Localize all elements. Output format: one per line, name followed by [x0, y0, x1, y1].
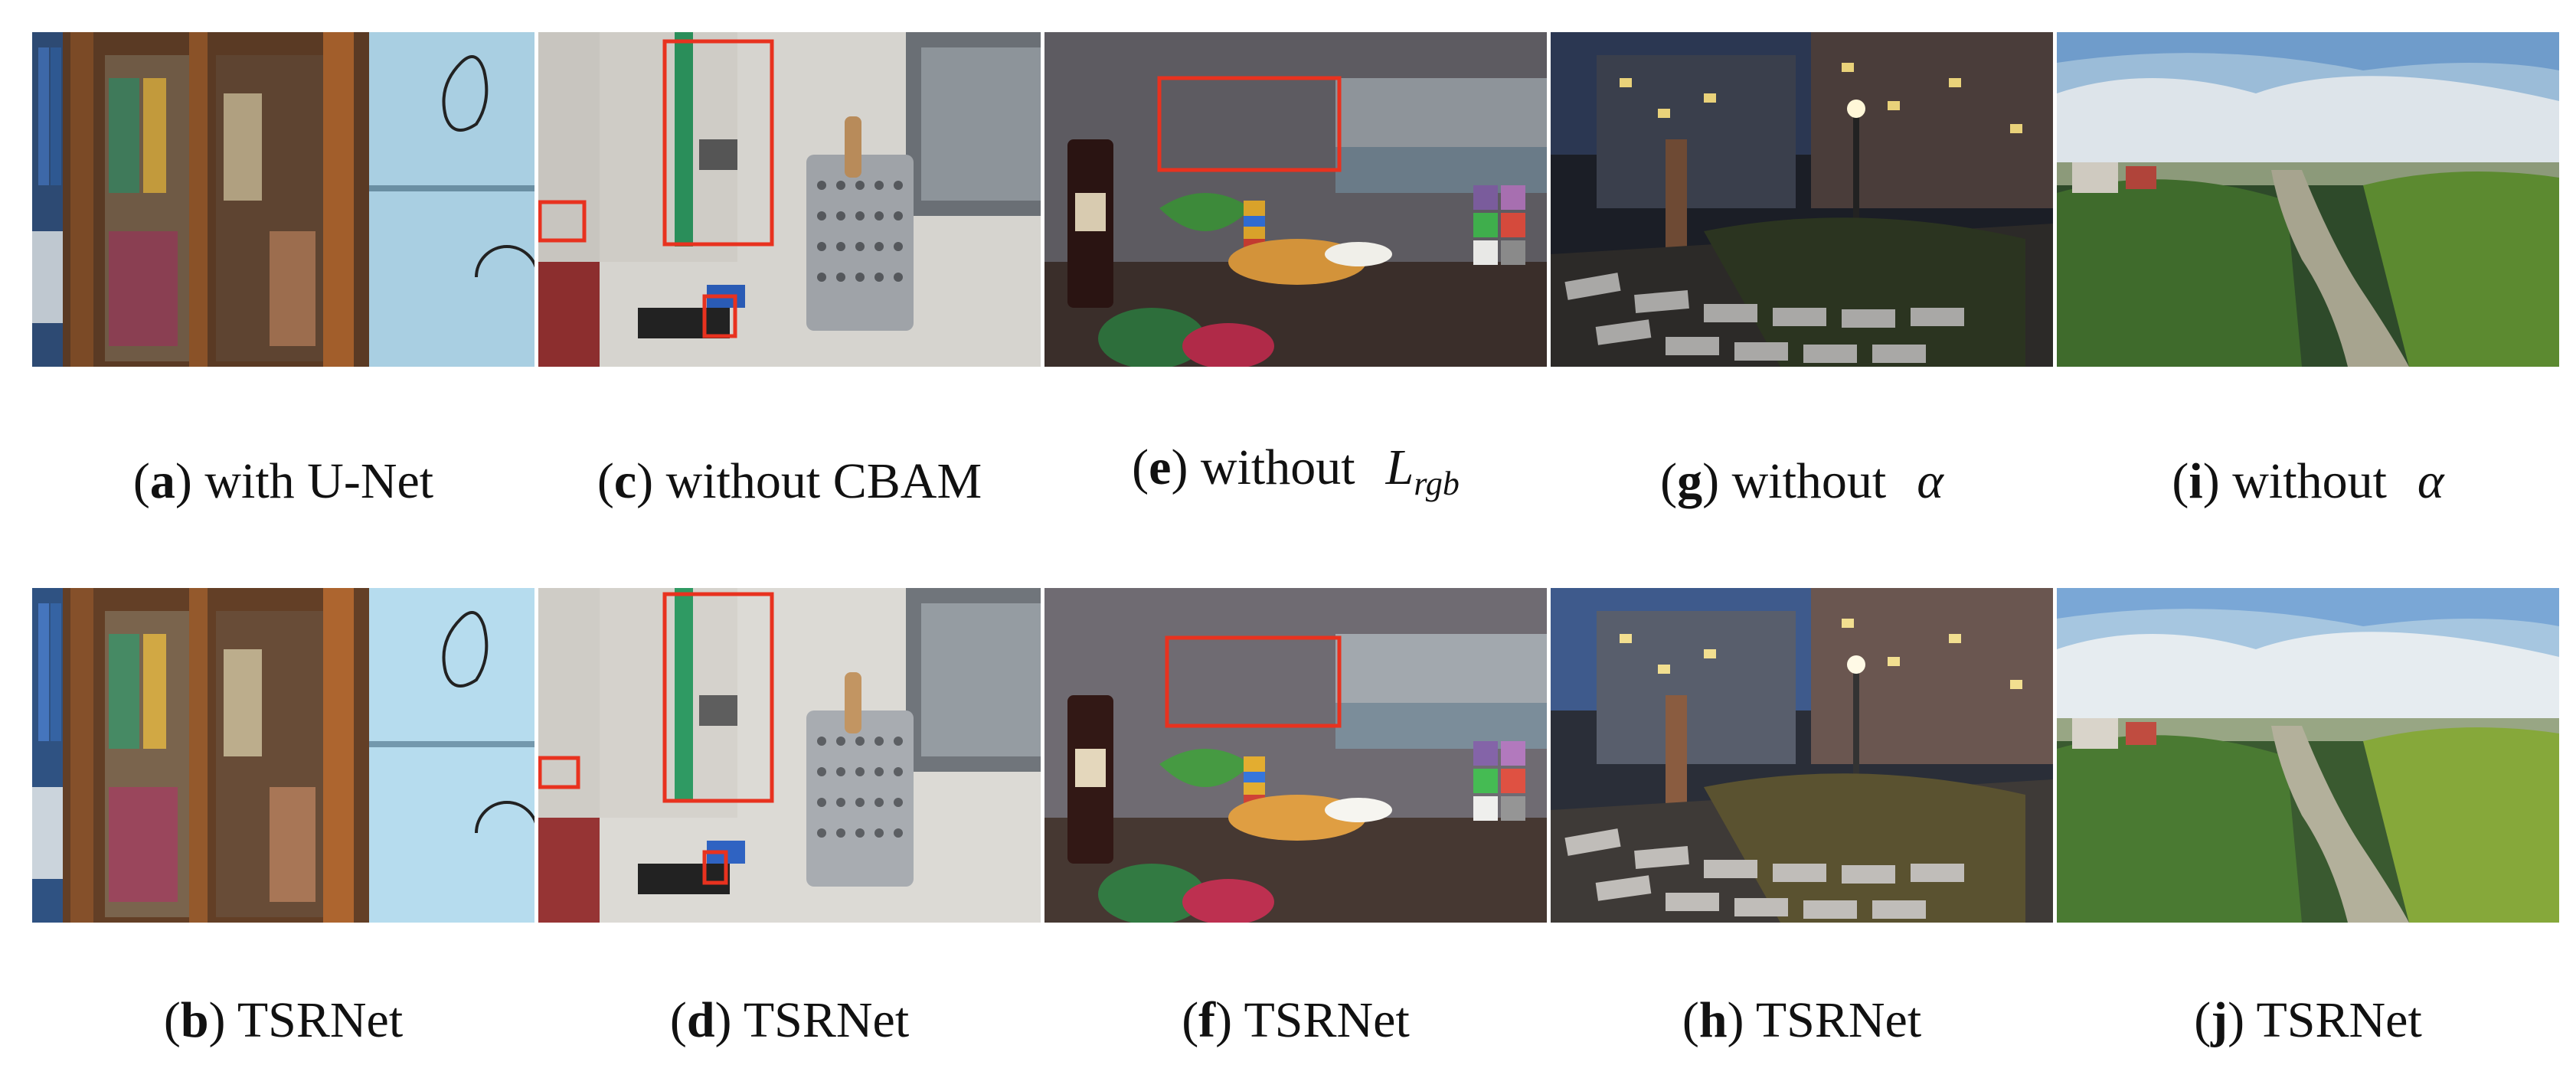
caption-i-math: α — [2417, 453, 2444, 509]
still-life-icon — [1044, 32, 1547, 367]
caption-b-letter: b — [180, 992, 209, 1048]
panel-c-image — [538, 32, 1041, 367]
panel-e-image — [1044, 32, 1547, 367]
caption-c: (c) without CBAM — [597, 453, 982, 509]
caption-e-letter: e — [1149, 439, 1172, 495]
river-valley-icon — [2057, 32, 2559, 367]
panel-b-image — [32, 588, 534, 923]
caption-a-text: with U-Net — [204, 453, 434, 509]
bookshelf-icon — [32, 588, 534, 923]
caption-h-text: TSRNet — [1755, 992, 1922, 1048]
caption-d-letter: d — [686, 992, 715, 1048]
street-night-icon — [1551, 32, 2053, 367]
caption-i-letter: i — [2189, 453, 2203, 509]
caption-b-text: TSRNet — [237, 992, 404, 1048]
caption-i-text: without — [2232, 453, 2387, 509]
river-valley-icon — [2057, 588, 2559, 923]
still-life-icon — [1044, 588, 1547, 923]
caption-g-math: α — [1917, 453, 1943, 509]
caption-g-text: without — [1731, 453, 1887, 509]
caption-e-subscript: rgb — [1414, 465, 1460, 502]
panel-g-image — [1551, 32, 2053, 367]
panel-h-image — [1551, 588, 2053, 923]
panel-i-image — [2057, 32, 2559, 367]
caption-e-math: L — [1385, 439, 1414, 495]
caption-j-text: TSRNet — [2256, 992, 2422, 1048]
panel-a-image — [32, 32, 534, 367]
caption-f: (f) TSRNet — [1182, 992, 1410, 1048]
caption-c-letter: c — [613, 453, 637, 509]
panel-j-image — [2057, 588, 2559, 923]
caption-d: (d) TSRNet — [669, 992, 910, 1048]
caption-b: (b) TSRNet — [163, 992, 404, 1048]
caption-a-letter: a — [149, 453, 175, 509]
kitchen-sink-icon — [538, 588, 1041, 923]
caption-e-text: without — [1200, 439, 1355, 495]
caption-j-letter: j — [2211, 992, 2228, 1048]
caption-c-text: without CBAM — [665, 453, 982, 509]
caption-f-text: TSRNet — [1244, 992, 1410, 1048]
panel-d-image — [538, 588, 1041, 923]
street-night-icon — [1551, 588, 2053, 923]
bookshelf-icon — [32, 32, 534, 367]
caption-a: (a) with U-Net — [132, 453, 434, 509]
caption-h: (h) TSRNet — [1682, 992, 1922, 1048]
panel-f-image — [1044, 588, 1547, 923]
caption-j: (j) TSRNet — [2194, 992, 2422, 1048]
caption-g-letter: g — [1677, 453, 1703, 509]
caption-d-text: TSRNet — [743, 992, 910, 1048]
caption-f-letter: f — [1198, 992, 1216, 1048]
kitchen-sink-icon — [538, 32, 1041, 367]
caption-h-letter: h — [1698, 992, 1728, 1048]
